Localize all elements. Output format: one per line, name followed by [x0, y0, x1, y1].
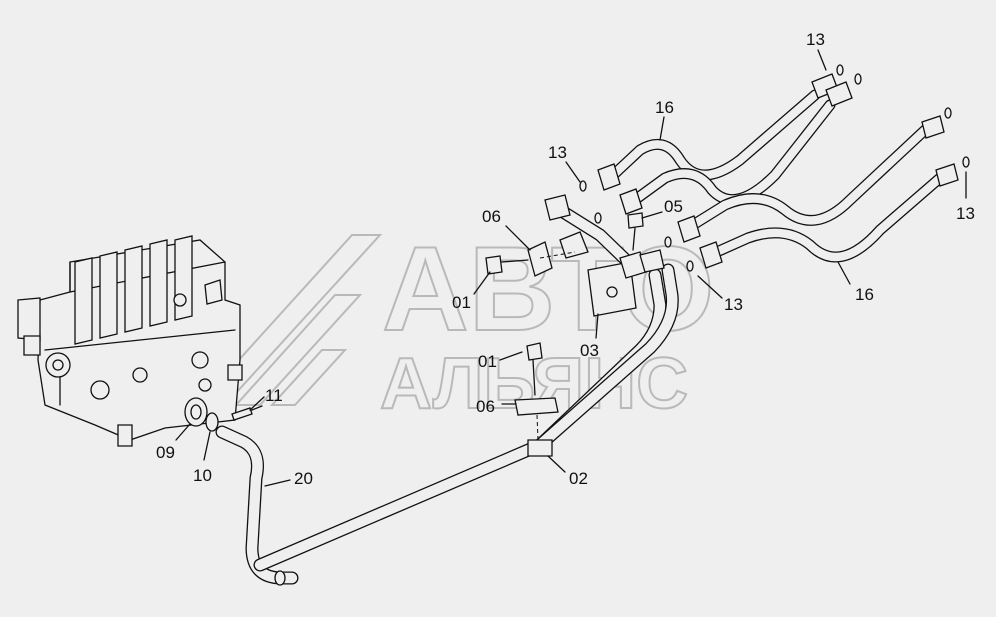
callout-02: 02 — [569, 469, 588, 488]
callout-11: 11 — [265, 386, 283, 405]
callout-01-mid: 01 — [478, 352, 497, 371]
callout-13-mid: 13 — [724, 295, 743, 314]
leader-lines — [175, 49, 967, 487]
callout-09: 09 — [156, 443, 175, 462]
clamp-upper — [485, 241, 576, 277]
callout-06-top: 06 — [482, 207, 501, 226]
pipe-02 — [253, 263, 679, 572]
o-rings-13 — [579, 64, 970, 272]
bolt-05 — [627, 212, 644, 251]
pipe-20 — [215, 425, 299, 586]
callout-16-right: 16 — [855, 285, 874, 304]
control-valve — [17, 235, 243, 447]
callout-13-left: 13 — [548, 143, 567, 162]
callout-13-right: 13 — [956, 204, 975, 223]
callout-13-top: 13 — [806, 30, 825, 49]
flange-assembly — [184, 397, 263, 432]
callout-10: 10 — [193, 466, 212, 485]
tee-fitting-03 — [544, 194, 665, 317]
callouts: 13 16 13 13 06 05 01 13 16 03 01 06 11 0… — [156, 30, 975, 488]
callout-05: 05 — [664, 197, 683, 216]
callout-01-top: 01 — [452, 293, 471, 312]
clamp-mid — [514, 342, 559, 441]
callout-16-top: 16 — [655, 98, 674, 117]
callout-06-mid: 06 — [476, 397, 495, 416]
callout-03: 03 — [580, 341, 599, 360]
hoses-16 — [597, 73, 959, 269]
valve-sections — [74, 235, 193, 345]
callout-20: 20 — [294, 469, 313, 488]
